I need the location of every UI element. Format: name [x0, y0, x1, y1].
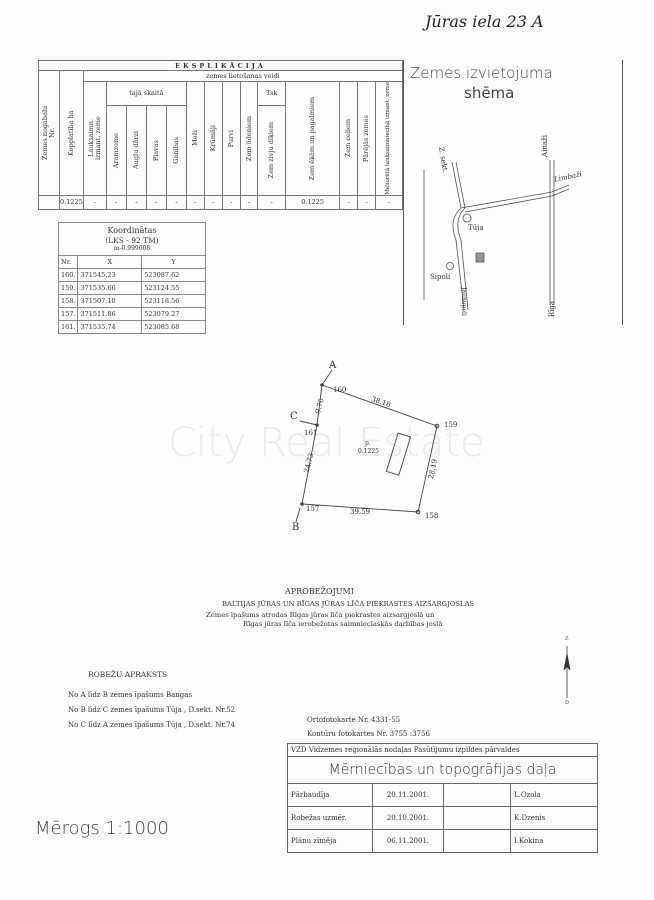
direction-c: C [290, 411, 298, 422]
boundary-item: No B līdz C zemes īpašums Tūja , D.sekt.… [68, 706, 236, 714]
table-cell: Plānu zīmēja [287, 829, 373, 853]
restrictions-title: APROBEŽOJUMI [285, 587, 354, 596]
north-label: Z [565, 636, 569, 642]
table-cell: 20.11.2001. [372, 783, 444, 807]
table-cell: 523085.68 [141, 320, 206, 334]
boundary-item: No A līdz B zemes īpašums Bangas [68, 691, 193, 699]
map-scale: Mērogs 1:1000 [35, 818, 169, 839]
table-row: Robežas uzmēr.20.10.2001. K.Dzenis [287, 806, 598, 830]
watermark: City Real Estate [168, 420, 485, 466]
table-cell: 0.1225 [285, 194, 341, 210]
table-cell: 161. [57, 320, 79, 334]
table-cell [443, 806, 511, 830]
scheme-title-2: shēma [464, 84, 515, 102]
point-159: 159 [444, 421, 458, 429]
point-157: 157 [306, 505, 320, 513]
coordinates-table: Koordinātas (LKS - 92 TM) m-0.999608 Nr.… [57, 222, 206, 334]
table-cell: K.Dzenis [510, 806, 598, 830]
north-arrow-icon [563, 646, 571, 698]
subgroup-header: tajā skaitā [105, 81, 188, 106]
table-cell: Pārbaudīja [287, 783, 373, 807]
tsk-header: Tsk [257, 81, 287, 106]
direction-arrows [295, 369, 333, 523]
parcel-location-marker [475, 252, 485, 263]
table-cell: L.Ozola [510, 783, 598, 807]
table-cell [443, 829, 511, 853]
col-header-y: Y [141, 255, 206, 269]
coordinates-scale-factor: m-0.999608 [113, 244, 151, 252]
restrictions-subtitle: BALTIJAS JŪRAS UN RĪGAS JŪRAS LĪČA PIEKR… [222, 600, 475, 608]
direction-a: A [329, 360, 337, 371]
point-160: 160 [333, 386, 347, 394]
table-cell: - [165, 194, 188, 210]
map-label-sipoli: Sipoli [430, 273, 451, 281]
restrictions-line-2: Rīgas jūras līča ierobežotas saimniecīas… [243, 620, 443, 628]
table-cell: 06.11.2001. [372, 829, 444, 853]
table-cell: - [375, 194, 403, 210]
table-cell: 20.10.2001. [372, 806, 444, 830]
scheme-title: Zemes izvietojuma [410, 64, 553, 82]
coordinates-system: (LKS - 92 TM) [105, 235, 159, 245]
direction-b: B [292, 522, 300, 533]
building-outline [385, 432, 412, 476]
table-cell: I.Kokina [510, 829, 598, 853]
table-cell: 157. [57, 307, 79, 321]
length-158-157: 39.59 [350, 508, 371, 516]
title-block-department: Mērniecības un topogrāfijas daļa [287, 756, 598, 784]
table-cell: Robežas uzmēr. [287, 806, 373, 830]
table-cell: 0.1225 [59, 194, 84, 210]
contour-photo-map-numbers: Kontūru fotokartes Nr. 3755 :3756 [307, 730, 430, 738]
boundary-item: No C līdz A zemes īpašums Tūja , D.sekt.… [68, 721, 236, 729]
restrictions-line-1: Zemes īpašums atrodas Rīgas jūras līča p… [206, 611, 435, 619]
table-cell: 371535.74 [77, 320, 143, 334]
boundaries-title: ROBEŽU APRAKSTS [88, 670, 168, 679]
table-cell [38, 194, 60, 210]
point-158: 158 [425, 512, 439, 520]
location-map-drawing [423, 160, 570, 311]
orthophoto-map-number: Ortofotokarte Nr. 4331-55 [307, 716, 401, 724]
coordinates-title: Koordinātas [107, 226, 157, 236]
table-cell: - [239, 194, 259, 210]
south-label: D [565, 700, 570, 706]
group-header: zemes lietošanas veidi [82, 70, 404, 82]
location-scheme: Zemes izvietojuma shēma Z. sekt. Ainaži … [403, 60, 623, 325]
map-label-tuja: Tūja [468, 224, 484, 232]
handwritten-address: Jūras iela 23 A [425, 12, 544, 31]
parcel-label: p. [365, 440, 371, 447]
title-block: VZD Vidzemes reģionālās nodaļas Pasūtīju… [287, 743, 598, 853]
title-block-org: VZD Vidzemes reģionālās nodaļas Pasūtīju… [287, 743, 598, 757]
explication-table: EKSPLIKĀCIJA Zemes nogabalu Nr. Kopplatī… [38, 60, 404, 210]
parcel-boundary [301, 384, 438, 513]
parcel-area: 0.1225 [358, 448, 379, 455]
point-161: 161 [304, 429, 318, 437]
table-row: 0.1225----------0.1225--- [38, 194, 403, 210]
table-cell [443, 783, 511, 807]
